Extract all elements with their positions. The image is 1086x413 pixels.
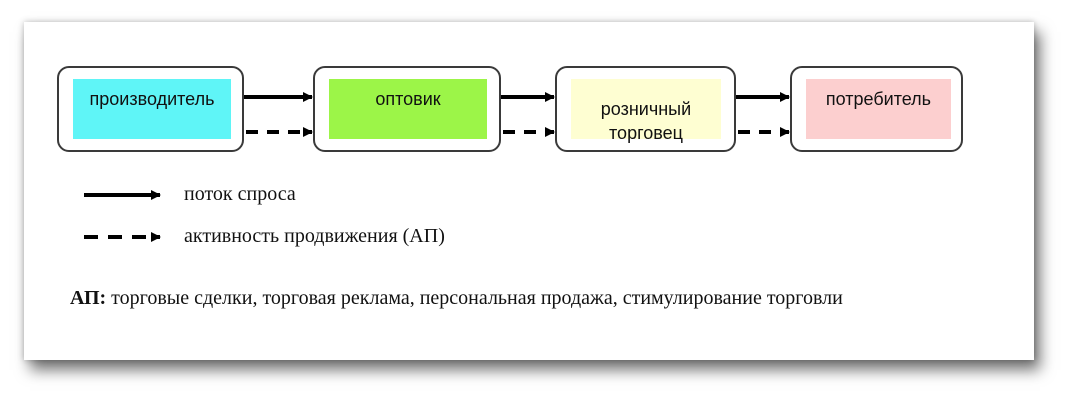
node-wholesaler: оптовик xyxy=(313,66,501,152)
promotion-note: АП: торговые сделки, торговая реклама, п… xyxy=(70,285,843,311)
legend-promotion-label: активность продвижения (АП) xyxy=(184,225,445,247)
legend-demand-label: поток спроса xyxy=(184,183,296,205)
promotion-note-term: АП: xyxy=(70,287,107,309)
node-producer-label: производитель xyxy=(73,79,231,139)
node-wholesaler-label: оптовик xyxy=(329,79,487,139)
node-consumer: потребитель xyxy=(790,66,963,152)
node-retailer-label: розничный торговец xyxy=(571,79,721,143)
node-producer: производитель xyxy=(57,66,244,152)
promotion-note-text: торговые сделки, торговая реклама, персо… xyxy=(106,287,843,309)
node-retailer: розничный торговец xyxy=(555,66,736,152)
node-consumer-label: потребитель xyxy=(806,79,951,139)
